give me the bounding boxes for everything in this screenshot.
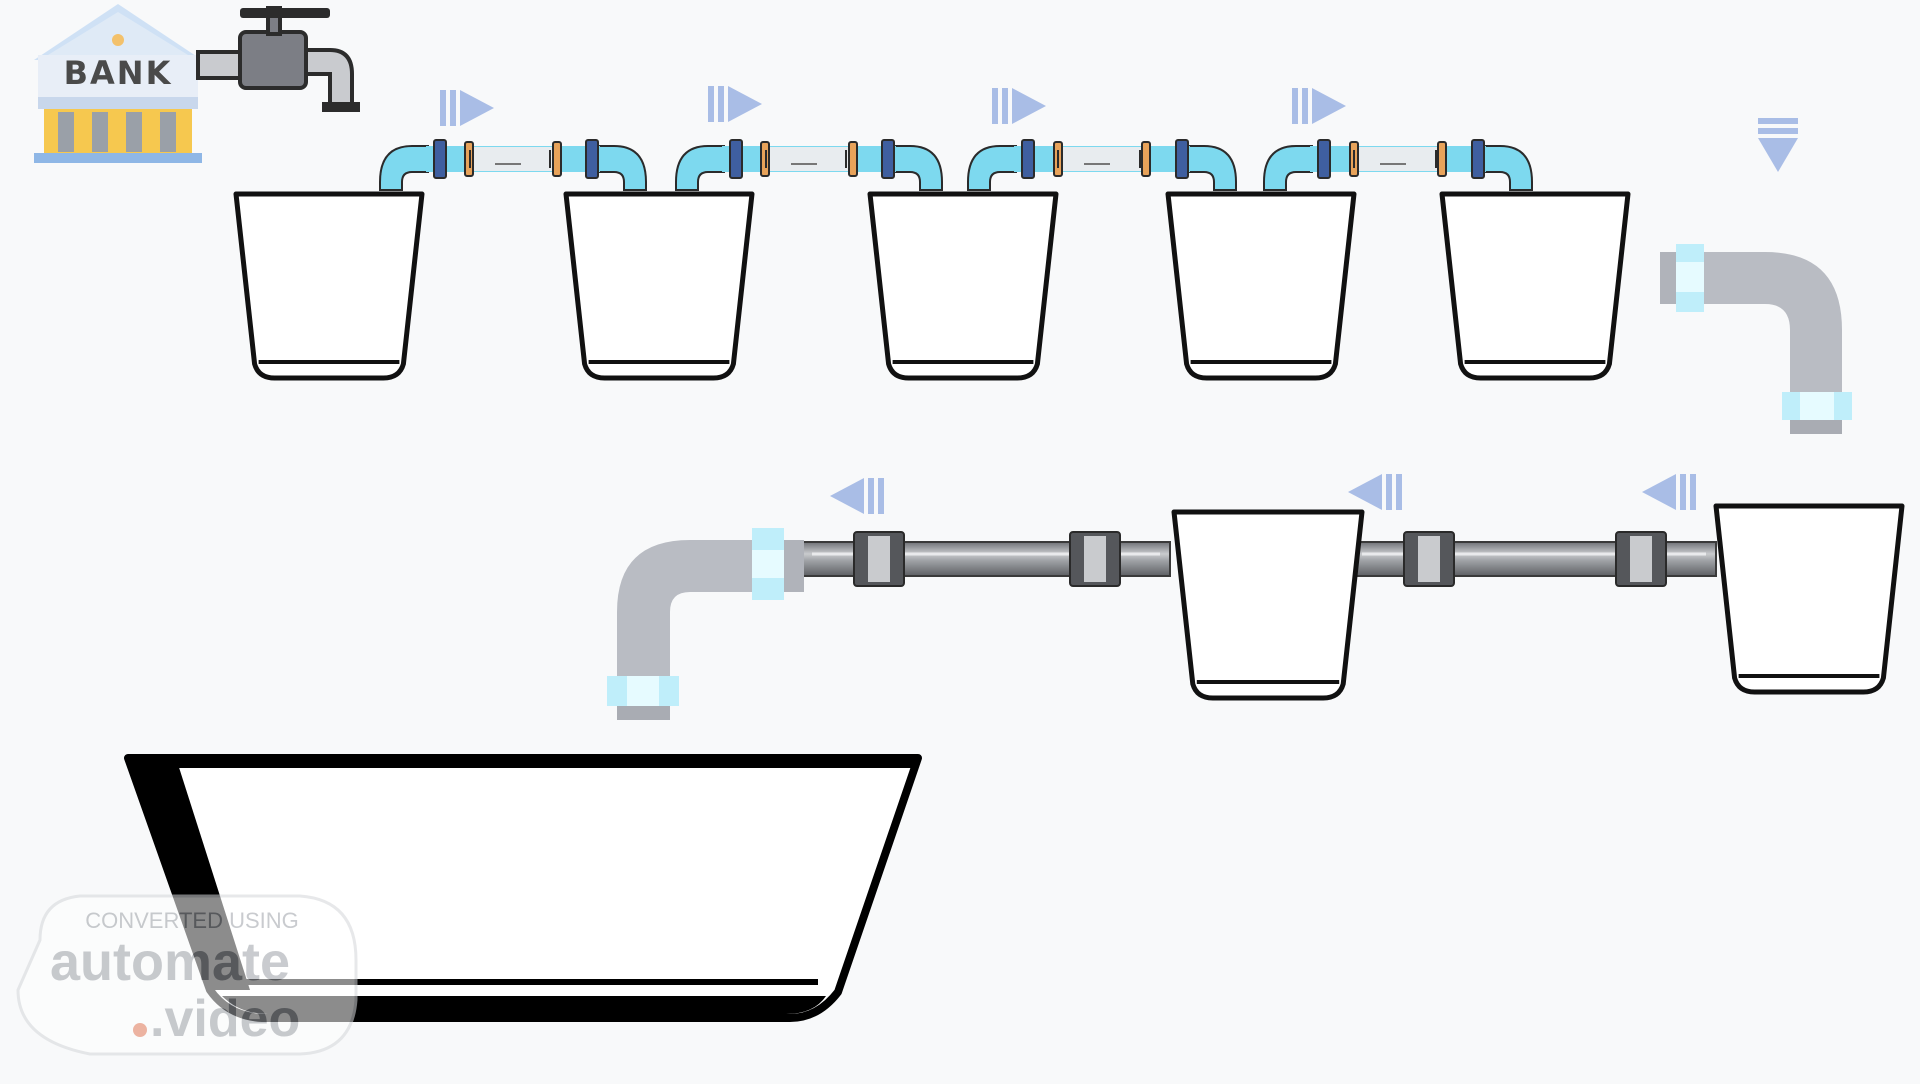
top-connector-pipes bbox=[379, 139, 1533, 191]
flow-arrows bbox=[440, 86, 1798, 514]
flow-left-arrow-icon bbox=[830, 478, 884, 514]
watermark: CONVERTED USING automate .video bbox=[16, 894, 358, 1056]
bucket-icon bbox=[867, 191, 1059, 381]
bucket-icon bbox=[1713, 503, 1905, 695]
bottom-connector-pipes bbox=[801, 531, 1717, 587]
flow-right-arrow-icon bbox=[440, 90, 494, 126]
faucet-icon bbox=[196, 6, 360, 112]
left-elbow-pipe bbox=[607, 528, 804, 720]
bucket-icon bbox=[233, 191, 425, 381]
watermark-line-1: CONVERTED USING bbox=[85, 908, 299, 933]
watermark-line-3: .video bbox=[150, 990, 300, 1048]
bucket-icon bbox=[563, 191, 755, 381]
top-bucket-row bbox=[233, 191, 1631, 381]
bucket-icon bbox=[1439, 191, 1631, 381]
gray-pipe bbox=[1351, 531, 1717, 587]
bucket-icon bbox=[1165, 191, 1357, 381]
bank-icon: BANK bbox=[34, 4, 202, 163]
blue-pipe bbox=[1263, 139, 1533, 191]
watermark-dot bbox=[133, 1023, 147, 1037]
bucket-icon bbox=[1171, 509, 1365, 701]
flow-right-arrow-icon bbox=[708, 86, 762, 122]
flow-right-arrow-icon bbox=[1292, 88, 1346, 124]
blue-pipe bbox=[379, 139, 647, 191]
flow-left-arrow-icon bbox=[1348, 474, 1402, 510]
gray-pipe bbox=[801, 531, 1171, 587]
blue-pipe bbox=[675, 139, 943, 191]
bottom-bucket-row bbox=[1171, 503, 1905, 701]
watermark-line-2: automate bbox=[50, 932, 290, 992]
flow-down-arrow-icon bbox=[1758, 118, 1798, 172]
blue-pipe bbox=[967, 139, 1237, 191]
right-elbow-pipe bbox=[1660, 244, 1852, 434]
flow-left-arrow-icon bbox=[1642, 474, 1696, 510]
flow-right-arrow-icon bbox=[992, 88, 1046, 124]
bank-label: BANK bbox=[64, 54, 173, 92]
